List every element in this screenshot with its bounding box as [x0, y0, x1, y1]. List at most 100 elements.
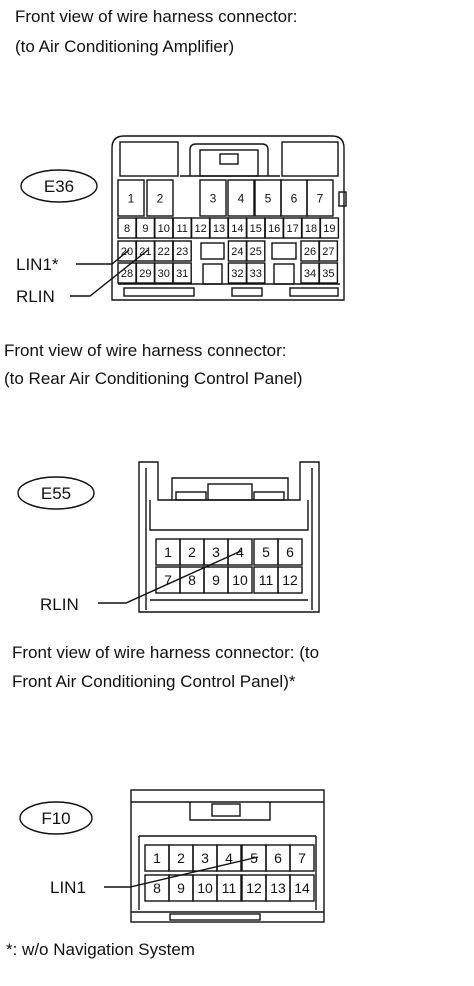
e36-pin-32: 32 — [231, 268, 243, 280]
e55-cavity-box-10 — [227, 566, 253, 594]
f10-id-oval — [19, 801, 93, 835]
f10-pin-14: 14 — [294, 880, 310, 896]
e55-pin-6: 6 — [286, 544, 294, 560]
lin1-e36-callout-label: LIN1* — [16, 255, 59, 274]
e36-pin-14: 14 — [231, 223, 243, 235]
e36-connector-body — [111, 135, 347, 301]
e36-pin-24: 24 — [231, 246, 243, 258]
e55-pin-11: 11 — [259, 572, 274, 588]
e55-pin-10: 10 — [232, 572, 248, 588]
lin1-e36-leader-line — [76, 249, 130, 265]
e36-cavity-box-19 — [319, 217, 340, 239]
e55-cavity-box-6 — [277, 538, 303, 566]
e36-pin-31: 31 — [176, 268, 188, 280]
e55-id-oval — [17, 476, 95, 510]
f10-cavity-box-7 — [289, 844, 315, 872]
e36-pin-22: 22 — [158, 246, 170, 258]
f10-pin-11: 11 — [222, 880, 237, 896]
e36-cavity-box-31 — [172, 262, 192, 284]
f10-cavity-box-11 — [216, 874, 242, 902]
e36-cavity-box-23 — [172, 240, 192, 262]
f10-pin-10: 10 — [197, 880, 213, 896]
e36-pin-1: 1 — [128, 191, 135, 205]
e36-cavity-box-27 — [318, 240, 339, 262]
f10-pin-6: 6 — [274, 850, 282, 866]
e36-cavity-box-3 — [199, 179, 227, 217]
e36-pin-13: 13 — [213, 223, 225, 235]
e36-cavity-box-1 — [117, 179, 145, 217]
e36-cavity-box-35 — [318, 262, 339, 284]
f10-pin-12: 12 — [246, 880, 262, 896]
e36-pin-6: 6 — [291, 191, 298, 205]
f10-pin-7: 7 — [298, 850, 306, 866]
e36-pin-34: 34 — [304, 268, 316, 280]
rlin-e36-callout-label: RLIN — [16, 287, 55, 306]
e36-cavity-box-25 — [246, 240, 266, 262]
e36-pin-11: 11 — [176, 223, 187, 235]
f10-pin-13: 13 — [270, 880, 286, 896]
e36-pin-18: 18 — [305, 223, 317, 235]
e36-pin-5: 5 — [265, 191, 272, 205]
e36-pin-28: 28 — [121, 268, 133, 280]
e55-pin-9: 9 — [212, 572, 220, 588]
e36-pin-12: 12 — [194, 223, 206, 235]
f10-pin-1: 1 — [153, 850, 161, 866]
e36-pin-25: 25 — [250, 246, 262, 258]
e55-cavity-box-4 — [227, 538, 253, 566]
e55-pin-5: 5 — [262, 544, 270, 560]
e36-pin-4: 4 — [238, 191, 245, 205]
e55-pin-8: 8 — [188, 572, 196, 588]
e36-pin-26: 26 — [304, 246, 316, 258]
e36-pin-7: 7 — [317, 191, 324, 205]
rlin-e55-leader-line — [98, 550, 242, 604]
e55-connector-id: E55 — [41, 484, 71, 503]
rlin-e36-leader-line — [70, 249, 149, 297]
f10-caption-line-2: Front Air Conditioning Control Panel)* — [12, 672, 296, 691]
f10-connector-body — [130, 789, 325, 923]
f10-cavity-box-4 — [216, 844, 242, 872]
f10-pin-4: 4 — [225, 850, 233, 866]
e36-pin-27: 27 — [322, 246, 334, 258]
e36-pin-10: 10 — [158, 223, 170, 235]
e36-caption-line-1: Front view of wire harness connector: — [15, 7, 298, 26]
e36-pin-30: 30 — [158, 268, 170, 280]
e36-cavity-box-4 — [227, 179, 255, 217]
e36-id-oval — [20, 169, 98, 203]
lin1-f10-leader-line — [104, 856, 259, 888]
e36-pin-29: 29 — [139, 268, 151, 280]
e36-pin-9: 9 — [142, 223, 148, 235]
e55-connector-body — [138, 461, 320, 613]
e55-caption-line-1: Front view of wire harness connector: — [4, 341, 287, 360]
e36-pin-16: 16 — [268, 223, 280, 235]
e55-pin-7: 7 — [164, 572, 172, 588]
e55-pin-12: 12 — [282, 572, 298, 588]
f10-pin-3: 3 — [201, 850, 209, 866]
e55-caption-line-2: (to Rear Air Conditioning Control Panel) — [4, 369, 303, 388]
e36-pin-23: 23 — [176, 246, 188, 258]
e36-pin-15: 15 — [250, 223, 262, 235]
rlin-e55-callout-label: RLIN — [40, 595, 79, 614]
e36-pin-2: 2 — [157, 191, 164, 205]
e36-pin-33: 33 — [250, 268, 262, 280]
e36-caption-line-2: (to Air Conditioning Amplifier) — [15, 37, 235, 56]
e36-pin-19: 19 — [323, 223, 335, 235]
footnote: *: w/o Navigation System — [6, 940, 195, 959]
f10-pin-8: 8 — [153, 880, 161, 896]
e36-cavity-box-33 — [246, 262, 266, 284]
f10-caption-line-1: Front view of wire harness connector: (t… — [12, 643, 320, 662]
f10-connector-id: F10 — [41, 809, 70, 828]
e36-pin-35: 35 — [322, 268, 334, 280]
e55-pin-2: 2 — [188, 544, 196, 560]
e36-pin-17: 17 — [286, 223, 298, 235]
f10-cavity-box-14 — [289, 874, 315, 902]
e55-pin-1: 1 — [164, 544, 172, 560]
e36-connector-id: E36 — [44, 177, 74, 196]
f10-pin-2: 2 — [177, 850, 185, 866]
e36-cavity-box-2 — [146, 179, 174, 217]
lin1-f10-callout-label: LIN1 — [50, 878, 86, 897]
e36-pin-8: 8 — [124, 223, 130, 235]
e36-pin-3: 3 — [210, 191, 217, 205]
e36-cavity-box-7 — [306, 179, 334, 217]
e55-cavity-box-12 — [277, 566, 303, 594]
